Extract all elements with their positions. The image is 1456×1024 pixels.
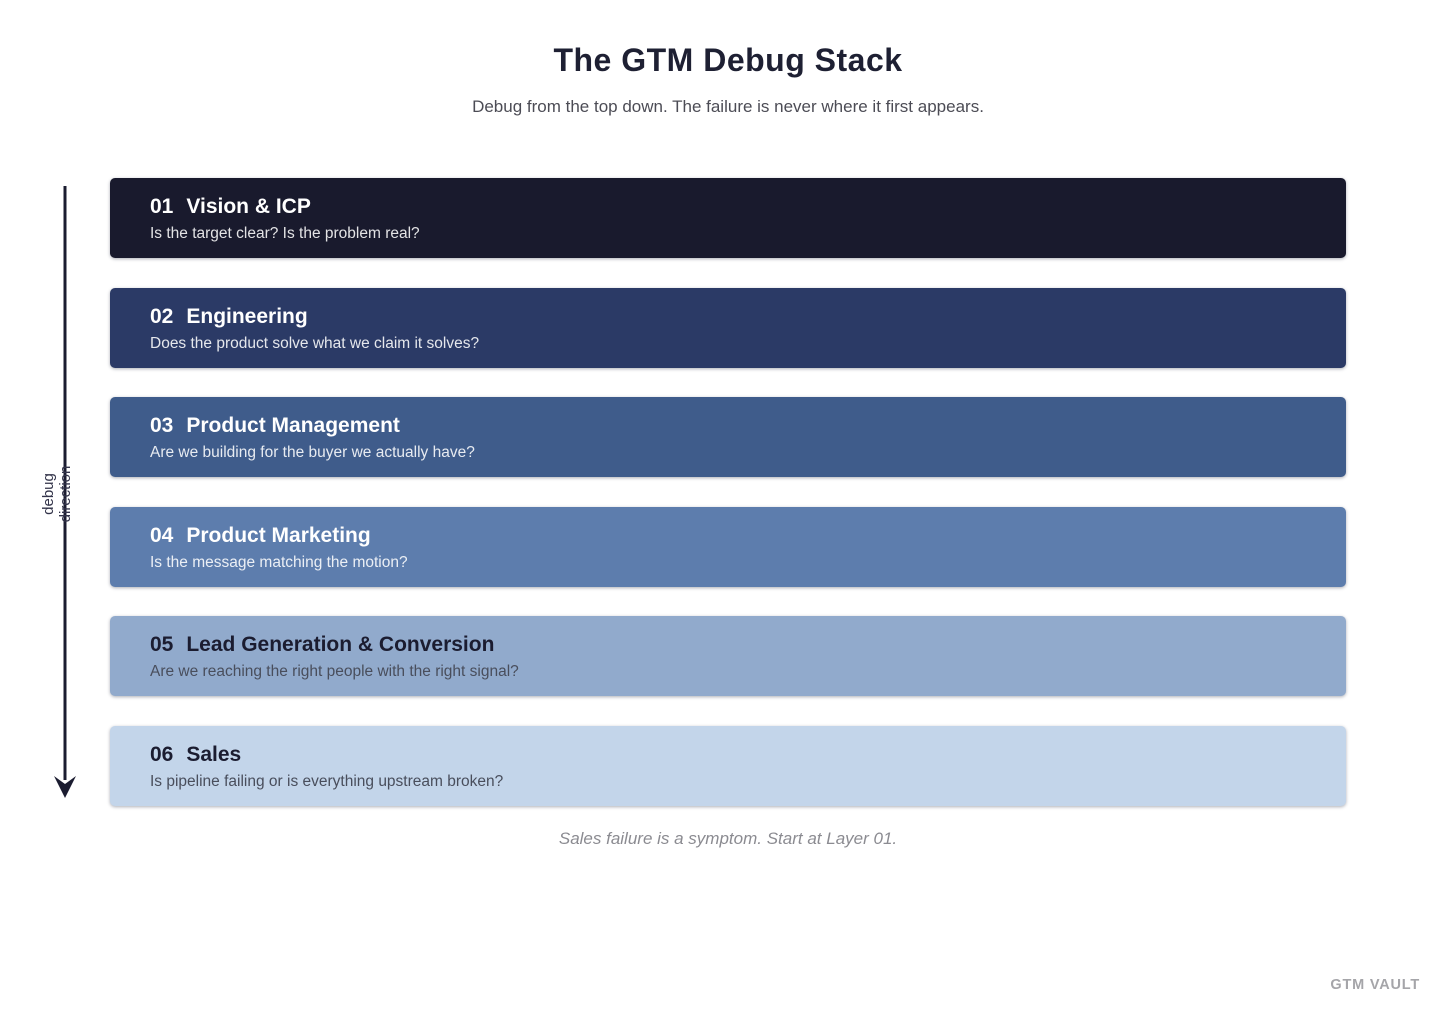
layer-question: Is the target clear? Is the problem real… [150,225,420,242]
layer-03-product-management: 03 Product Management Are we building for… [110,397,1346,477]
layer-question: Is the message matching the motion? [150,553,408,571]
layer-number: 01 [150,195,174,218]
debug-direction-arrow-icon [54,186,76,798]
layer-number: 04 [150,523,174,547]
layer-number: 03 [150,414,174,437]
layer-05-lead-generation-conversion: 05 Lead Generation & Conversion Are we re… [110,616,1346,696]
layer-question: Does the product solve what we claim it … [150,334,480,352]
layer-question: Is pipeline failing or is everything ups… [150,772,504,790]
layer-number: 02 [150,304,174,328]
layer-04-product-marketing: 04 Product Marketing Is the message match… [110,506,1346,587]
brand-watermark: GTM VAULT [1330,977,1420,993]
layer-06-sales: 06 Sales Is pipeline failing or is everyt… [110,725,1346,806]
layer-title: 05 Lead Generation & Conversion [150,631,1346,658]
page-subtitle: Debug from the top down. The failure is … [472,97,984,116]
page-title: The GTM Debug Stack [553,42,903,78]
layer-name: Engineering [186,304,308,328]
layer-question: Are we building for the buyer we actuall… [150,444,475,461]
footer-note: Sales failure is a symptom. Start at Lay… [558,829,898,848]
layer-02-engineering: 02 Engineering Does the product solve wha… [110,287,1346,368]
layer-stack: 01 Vision & ICP Is the target clear? Is t… [110,178,1346,835]
layer-number: 05 [150,633,174,656]
layer-name: Sales [186,742,242,766]
layer-name: Vision & ICP [186,195,311,218]
layer-number: 06 [150,742,174,766]
layer-title: 03 Product Management [150,412,1346,439]
layer-name: Lead Generation & Conversion [186,633,495,656]
layer-01-vision-icp: 01 Vision & ICP Is the target clear? Is t… [110,178,1346,258]
layer-title: 06 Sales [150,741,1346,768]
layer-title: 02 Engineering [150,303,1346,330]
debug-direction-label-line2: direction [57,465,74,523]
layer-title: 04 Product Marketing [150,522,1346,549]
debug-direction-label-line1: debug [40,473,57,515]
layer-name: Product Marketing [186,523,371,547]
layer-title: 01 Vision & ICP [150,193,1346,220]
layer-question: Are we reaching the right people with th… [150,663,519,680]
debug-direction-label: debug direction [40,429,74,559]
layer-name: Product Management [186,414,400,437]
